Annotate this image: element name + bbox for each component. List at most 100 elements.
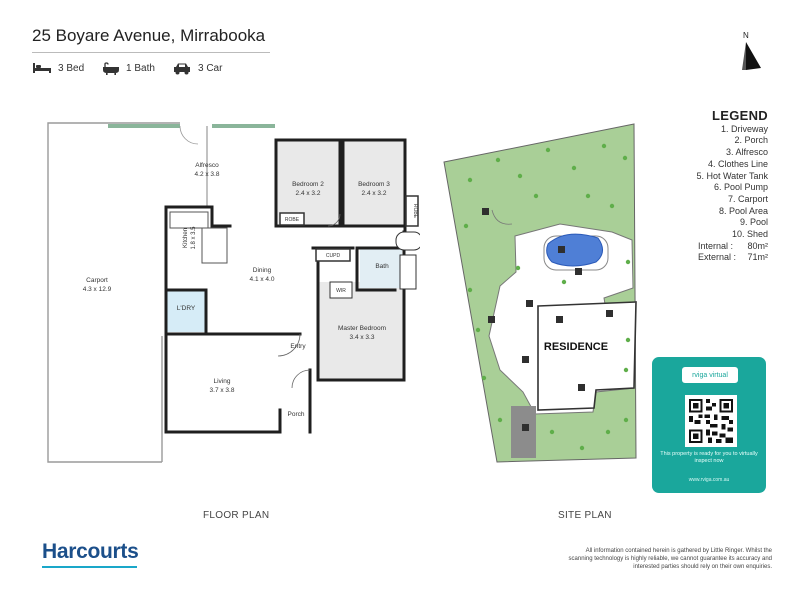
shed: [511, 406, 536, 458]
cupd-label: CUPD: [326, 253, 341, 259]
room-label-bedroom-3: Bedroom 3: [358, 181, 390, 188]
legend-item: 1. Driveway: [720, 123, 768, 134]
car-icon: [174, 63, 190, 75]
room-label-kitchen: Kitchen: [183, 228, 189, 248]
residence-label: RESIDENCE: [544, 341, 608, 353]
legend-item: 2. Porch: [734, 135, 768, 146]
site-plan-caption: SITE PLAN: [558, 510, 612, 521]
legend-marker: [558, 246, 565, 253]
wall: [316, 230, 406, 382]
legend: LEGEND 1. Driveway 2. Porch 3. Alfresco …: [650, 109, 768, 264]
clothes-line: [491, 209, 513, 225]
title-divider: [32, 52, 270, 53]
internal-area-value: 80m²: [747, 240, 768, 251]
room-label-porch: Porch: [288, 411, 305, 418]
legend-item: 5. Hot Water Tank: [696, 170, 768, 181]
legend-marker: [578, 384, 585, 391]
legend-marker: [482, 208, 489, 215]
wir-label: WIR: [336, 288, 346, 294]
bath-floor: [360, 248, 402, 288]
legend-item: 6. Pool Pump: [713, 182, 768, 193]
room-label-master-bedroom: Master Bedroom: [338, 325, 386, 332]
toilet-box: [399, 254, 417, 290]
laundry-floor: [166, 290, 206, 332]
virtual-tour-url[interactable]: www.rviga.com.au: [688, 477, 730, 483]
feature-cars-label: 3 Car: [198, 63, 223, 74]
floor-plan-caption: FLOOR PLAN: [203, 510, 270, 521]
room-size-bedroom-3: 2.4 x 3.2: [362, 190, 387, 197]
room-label-entry: Entry: [290, 343, 306, 350]
wall: [274, 138, 407, 234]
bed-icon: [33, 63, 51, 73]
external-area-value: 71m²: [747, 252, 768, 263]
external-area-label: External :: [698, 252, 737, 263]
legend-marker: [526, 300, 533, 307]
bedroom-2-floor: [276, 140, 340, 226]
internal-area-label: Internal :: [698, 240, 734, 251]
legend-item: 7. Carport: [727, 193, 768, 204]
room-size-master-bedroom: 3.4 x 3.3: [350, 334, 375, 341]
floor-plan-drawing: Carport 4.3 x 12.9 Alfresco 4.2 x 3.8 Be…: [47, 122, 420, 463]
room-label-bedroom-2: Bedroom 2: [292, 181, 324, 188]
pool: [546, 233, 603, 267]
legend-item: 9. Pool: [739, 217, 768, 228]
room-label-carport: Carport: [86, 277, 108, 284]
room-label-bath: Bath: [375, 263, 389, 270]
kitchen-island: [201, 227, 228, 264]
room-size-kitchen: 1.8 x 3.5: [191, 226, 197, 250]
wir-box: [329, 281, 353, 299]
kitchen-bench: [169, 211, 209, 229]
carport-outline: [47, 122, 180, 463]
legend-marker: [522, 424, 529, 431]
wall: [355, 246, 397, 292]
robe-label: ROBE: [285, 217, 300, 223]
feature-cars: 3 Car: [172, 62, 222, 75]
wall: [164, 205, 232, 228]
virtual-tour-caption: This property is ready for you to virtua…: [660, 451, 758, 464]
room-size-dining: 4.1 x 4.0: [250, 276, 275, 283]
feature-beds: 3 Bed: [32, 62, 84, 74]
vanity-basin: [395, 231, 420, 251]
legend-item: 4. Clothes Line: [707, 158, 768, 169]
feature-beds-label: 3 Bed: [58, 62, 85, 74]
room-label-laundry: L'DRY: [177, 305, 196, 312]
room-label-alfresco: Alfresco: [195, 162, 219, 169]
bath-icon: [103, 62, 119, 75]
legend-marker: [575, 268, 582, 275]
feature-baths: 1 Bath: [102, 62, 155, 75]
qr-code-icon[interactable]: [685, 395, 737, 447]
svg-text:N: N: [743, 31, 749, 40]
wall: [164, 288, 208, 336]
residence-footprint: [537, 301, 637, 411]
door-swing: [277, 333, 301, 357]
room-size-alfresco: 4.2 x 3.8: [195, 171, 220, 178]
legend-marker: [556, 316, 563, 323]
door-swing: [327, 213, 341, 227]
shrub-dots: [463, 143, 631, 451]
disclaimer-text: All information contained herein is gath…: [568, 548, 772, 570]
internal-area-row: Internal : 80m²: [650, 241, 768, 253]
virtual-tour-card[interactable]: rviga virtual This property is ready for…: [652, 357, 766, 493]
legend-marker: [522, 356, 529, 363]
brand-underline: [42, 566, 137, 568]
legend-marker: [606, 310, 613, 317]
property-address: 25 Boyare Avenue, Mirrabooka: [32, 26, 266, 45]
robe-box: [279, 212, 305, 226]
room-size-bedroom-2: 2.4 x 3.2: [296, 190, 321, 197]
feature-baths-label: 1 Bath: [126, 63, 155, 74]
room-label-living: Living: [214, 378, 231, 385]
legend-item: 3. Alfresco: [725, 147, 768, 158]
brand-logo: Harcourts: [42, 540, 139, 563]
site-plan-drawing: RESIDENCE: [443, 123, 637, 463]
external-area-row: External : 71m²: [650, 252, 768, 264]
bedroom-3-floor: [343, 140, 405, 226]
cupboard-box: [315, 248, 351, 262]
legend-item: 8. Pool Area: [718, 205, 768, 216]
robe-label: ROBE: [412, 204, 418, 219]
room-size-living: 3.7 x 3.8: [210, 387, 235, 394]
legend-marker: [488, 316, 495, 323]
legend-item: 10. Shed: [731, 229, 768, 240]
wall: [274, 138, 342, 228]
door-swing: [291, 369, 311, 389]
room-size-carport: 4.3 x 12.9: [83, 286, 112, 293]
